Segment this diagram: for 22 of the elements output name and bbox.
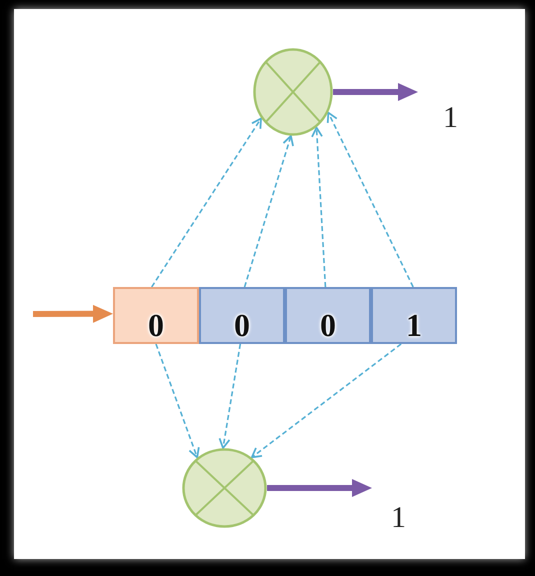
dashed-arrow (250, 343, 402, 458)
bit-value: 0 (234, 309, 250, 341)
register-cell (199, 287, 285, 344)
register-cell (113, 287, 199, 344)
register-cell (371, 287, 457, 344)
bit-value: 0 (320, 309, 336, 341)
dashed-arrow (326, 112, 414, 288)
dashed-arrow (155, 344, 200, 458)
xor-symbol (253, 48, 333, 136)
dashed-arrow (151, 118, 262, 288)
dashed-arrow (244, 135, 294, 288)
xor-symbol (182, 448, 267, 528)
arrow (32, 304, 113, 323)
bit-value: 1 (406, 309, 422, 341)
bit-value: 0 (148, 309, 164, 341)
arrow (333, 83, 418, 101)
register-cell (285, 287, 371, 344)
dashed-arrow (218, 344, 242, 449)
dashed-arrow (311, 126, 326, 288)
arrow (267, 479, 372, 497)
output-bit: 1 (443, 103, 458, 133)
output-bit: 1 (391, 503, 406, 533)
